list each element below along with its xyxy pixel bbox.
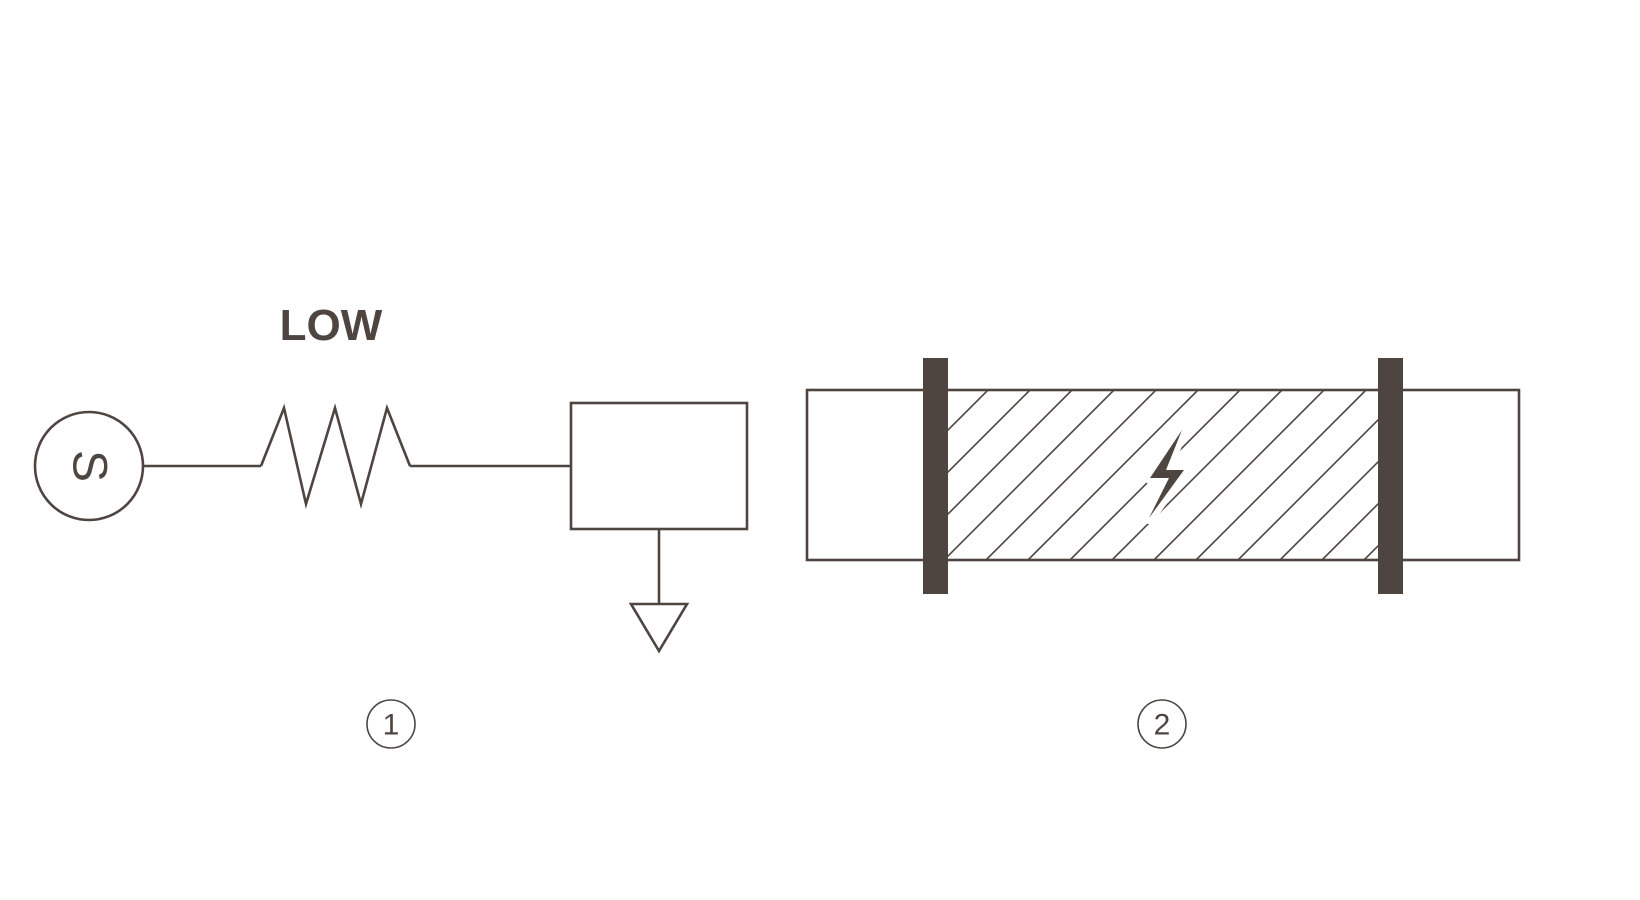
hatch-line: [946, 390, 1115, 560]
hatch-line: [946, 390, 1073, 518]
hatch-line: [1195, 390, 1367, 560]
hatch-line: [985, 390, 1157, 560]
resistor-label: LOW: [280, 301, 383, 350]
panel-number-1-label: 1: [383, 709, 400, 742]
panel-number-2: 2: [1137, 699, 1187, 749]
hatch-line: [1321, 500, 1380, 560]
load-box: [569, 401, 749, 531]
right-electrode-plate: [1378, 358, 1403, 594]
hatch-line: [946, 390, 989, 434]
hatch-line: [1111, 390, 1283, 560]
panel-number-2-label: 2: [1154, 709, 1171, 742]
hatch-line: [946, 390, 947, 392]
source-label: S: [63, 450, 116, 482]
hatch-line: [1279, 458, 1380, 560]
circuit-panel: S LOW 1: [33, 301, 749, 749]
outer-tube: [805, 388, 1521, 562]
lightning-bolt-icon: [1143, 424, 1190, 524]
ground-symbol-icon: [628, 602, 690, 654]
hatch-line: [1153, 390, 1325, 560]
hatch-line: [946, 390, 1031, 476]
source-symbol: S: [33, 410, 145, 522]
hatched-region: [946, 390, 1380, 560]
panel-number-1: 1: [366, 699, 416, 749]
resistor-zigzag: [259, 403, 412, 510]
electrode-panel: 2: [805, 358, 1521, 749]
hatch-line: [1027, 390, 1199, 560]
left-electrode-plate: [923, 358, 948, 594]
